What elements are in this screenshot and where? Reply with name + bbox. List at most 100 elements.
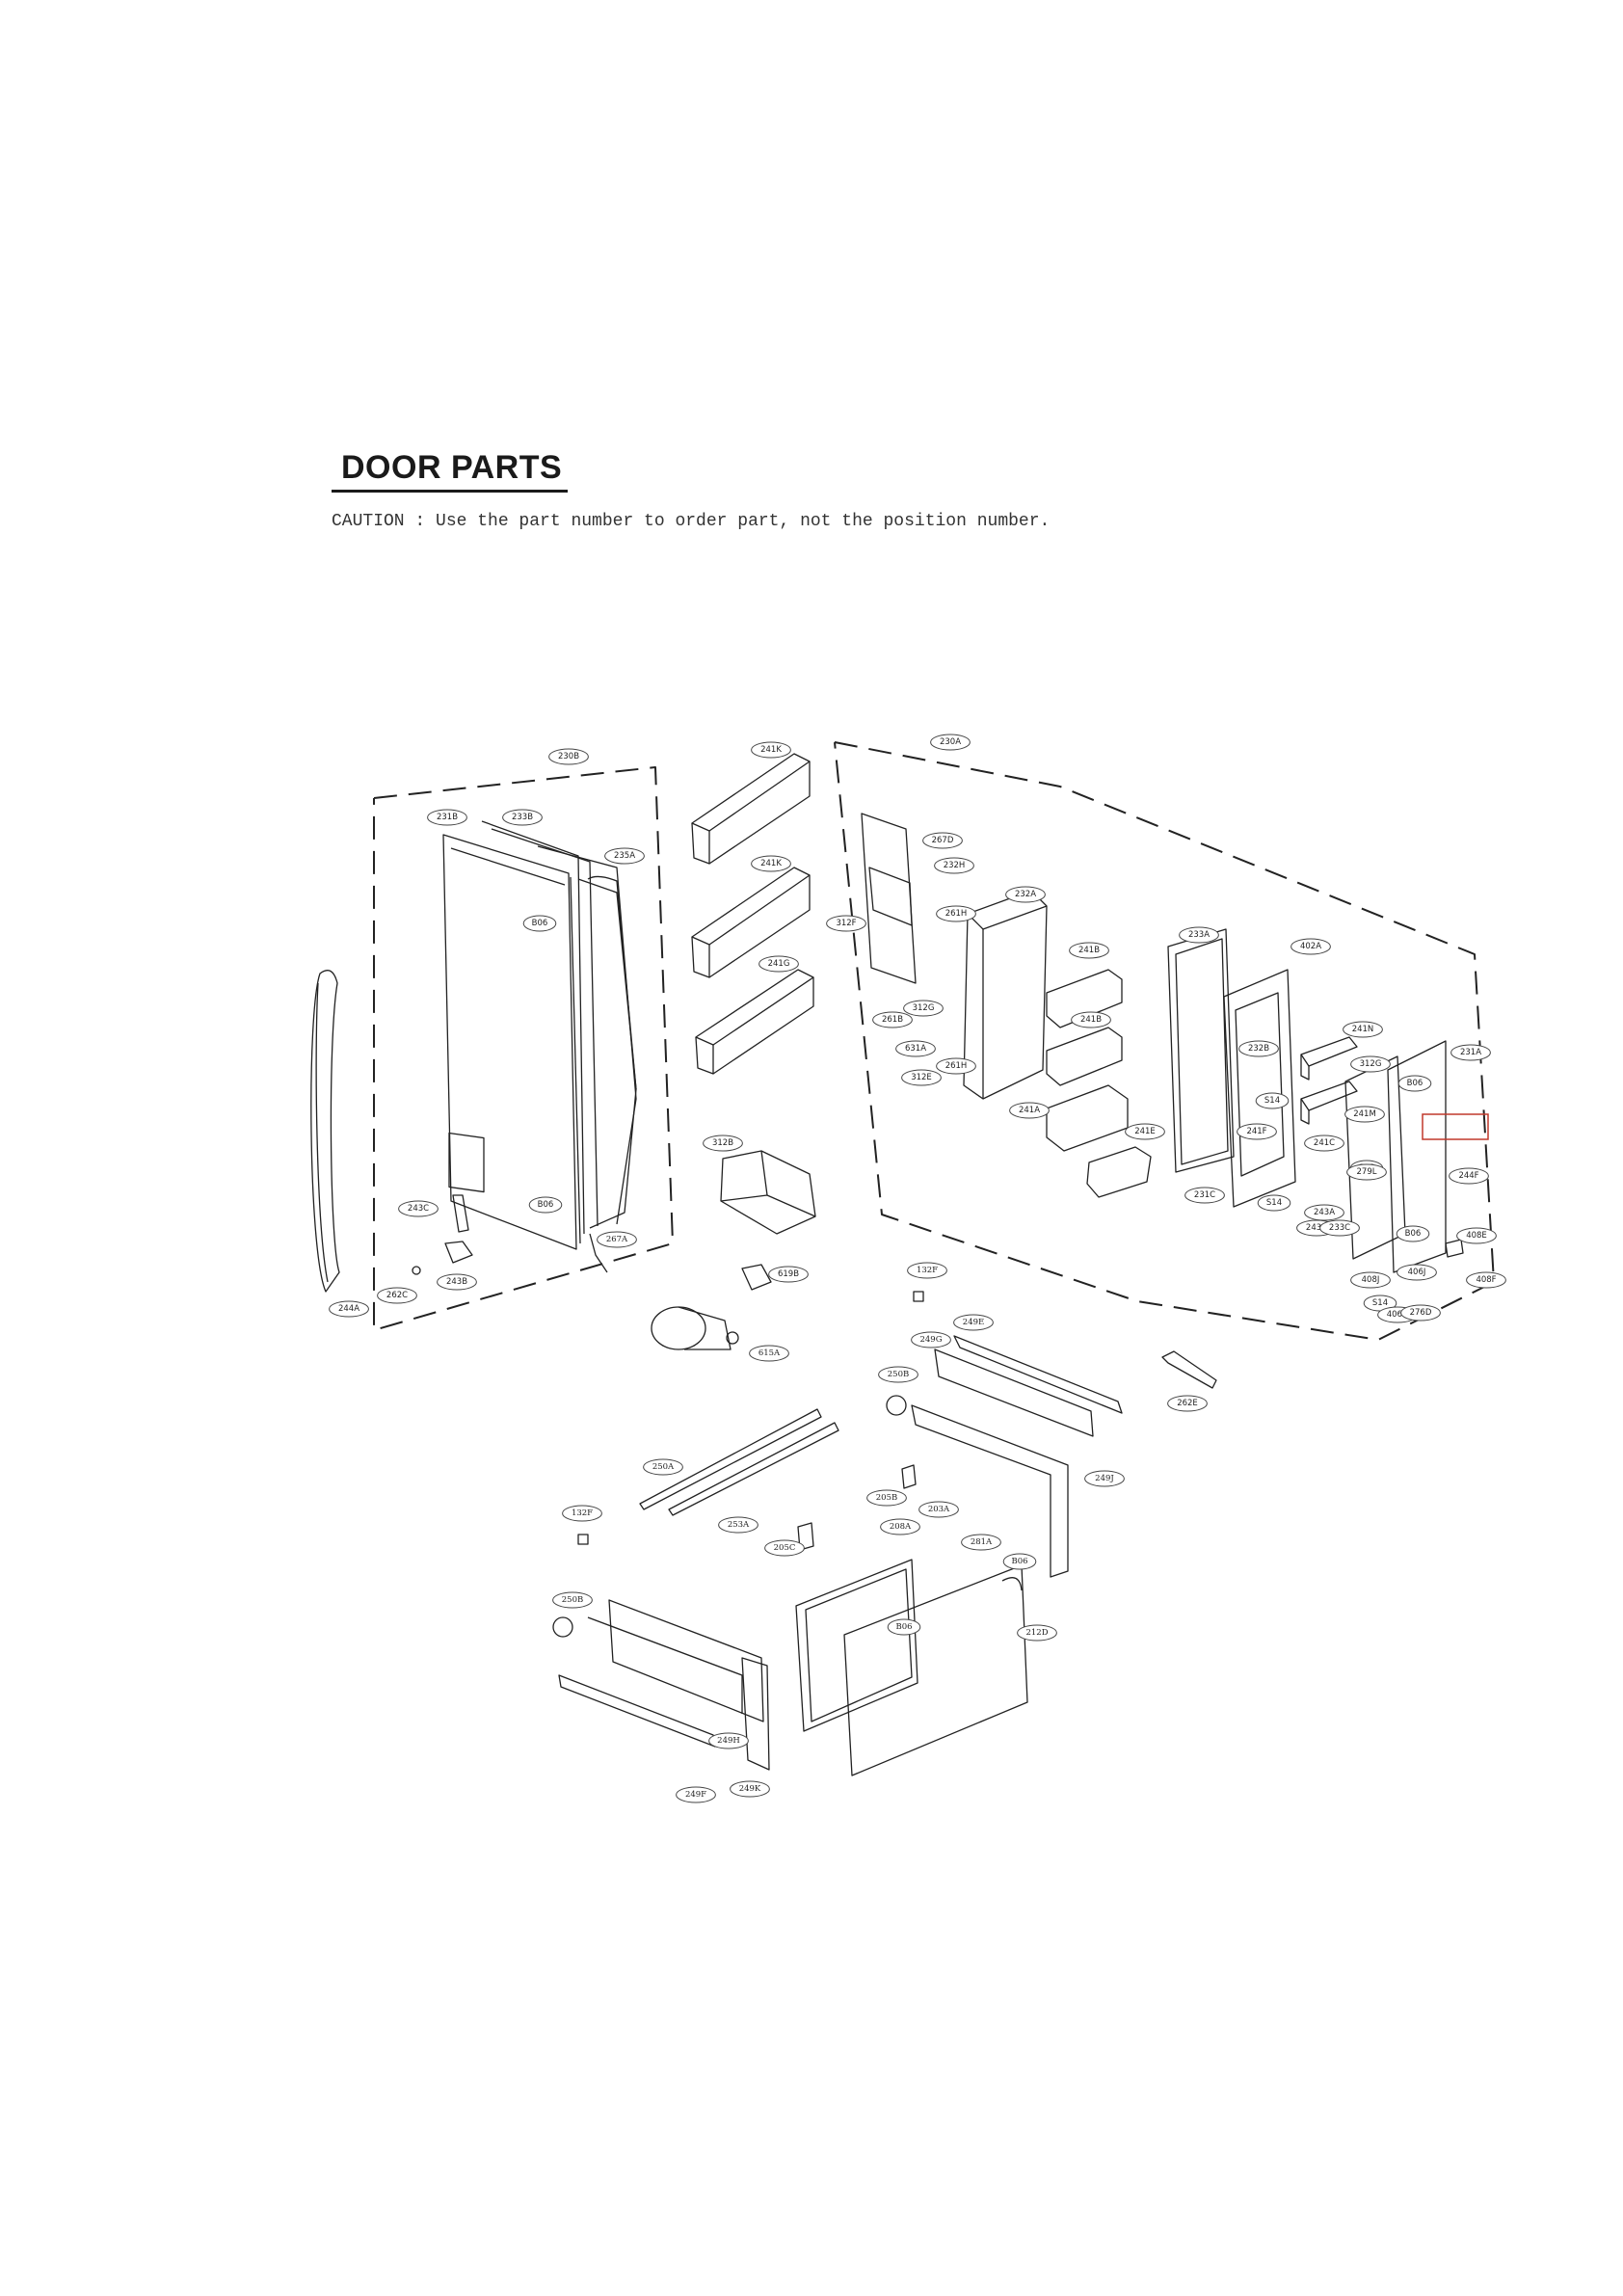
- left-door-gasket-235a: [587, 875, 637, 1090]
- callout-text: 408E: [1466, 1231, 1487, 1241]
- callout-text: B06: [1407, 1079, 1423, 1088]
- callout-267d: 267D: [922, 832, 963, 849]
- callout-text: 402A: [1300, 942, 1321, 951]
- callout-text: 312G: [1360, 1059, 1382, 1069]
- callout-text: 233B: [512, 813, 533, 822]
- callout-text: 249H: [717, 1736, 740, 1746]
- rod-250a: [639, 1408, 822, 1510]
- callout-text: S14: [1264, 1096, 1280, 1106]
- callout-text: S14: [1372, 1298, 1388, 1308]
- door-gasket-233a: [1167, 928, 1235, 1173]
- callout-232a: 232A: [1005, 886, 1046, 903]
- rail-assembly-249j: [911, 1404, 1069, 1578]
- tube-267a: [589, 1233, 608, 1273]
- callout-262c: 262C: [377, 1287, 417, 1304]
- callout-243a: 243A: [1304, 1204, 1344, 1221]
- callout-230b: 230B: [548, 748, 589, 765]
- callout-241b: 241B: [1069, 942, 1109, 959]
- callout-231c: 231C: [1184, 1187, 1225, 1204]
- callout-s14: S14: [1257, 1194, 1291, 1212]
- callout-text: B06: [1011, 1557, 1027, 1566]
- pad-132f-lower: [577, 1534, 589, 1545]
- callout-267a: 267A: [597, 1231, 637, 1248]
- callout-text: 250B: [562, 1595, 583, 1605]
- callout-text: 267D: [932, 836, 954, 845]
- callout-text: 408J: [1362, 1275, 1380, 1285]
- callout-text: 244F: [1458, 1171, 1478, 1181]
- callout-text: 408F: [1476, 1275, 1496, 1285]
- water-filter-615a: [651, 1306, 739, 1350]
- callout-312g: 312G: [1350, 1055, 1391, 1073]
- callout-253a: 253A: [718, 1516, 758, 1534]
- door-panel-231c: [1223, 969, 1296, 1208]
- callout-244f: 244F: [1449, 1167, 1489, 1185]
- callout-text: 232B: [1248, 1044, 1269, 1054]
- callout-261h: 261H: [936, 905, 976, 922]
- callout-241k: 241K: [751, 855, 791, 872]
- callout-text: 249J: [1095, 1474, 1114, 1483]
- callout-text: 312B: [712, 1138, 733, 1148]
- callout-241k: 241K: [751, 741, 791, 759]
- callout-312g: 312G: [903, 1000, 944, 1017]
- callout-231a: 231A: [1450, 1044, 1491, 1061]
- callout-text: 249E: [963, 1318, 984, 1327]
- callout-b06: B06: [1002, 1553, 1037, 1570]
- callout-205c: 205C: [764, 1539, 805, 1557]
- callout-249j: 249J: [1084, 1470, 1125, 1487]
- callout-241m: 241M: [1344, 1106, 1385, 1123]
- door-bin-241k-lower: [691, 867, 811, 978]
- callout-408f: 408F: [1466, 1271, 1506, 1289]
- callout-text: 619B: [778, 1269, 799, 1279]
- callout-text: 250A: [652, 1462, 675, 1472]
- callout-text: 241G: [768, 959, 790, 969]
- callout-text: 262C: [386, 1291, 408, 1300]
- callout-text: 241A: [1019, 1106, 1040, 1115]
- callout-text: 615A: [758, 1348, 781, 1358]
- drawer-panel-212d: [843, 1564, 1028, 1776]
- callout-text: 233A: [1188, 930, 1210, 940]
- door-bin-241e: [1086, 1146, 1152, 1198]
- callout-233c: 233C: [1319, 1219, 1360, 1237]
- door-outer-panel-231a: [1387, 1040, 1447, 1273]
- callout-text: 241M: [1353, 1109, 1376, 1119]
- rail-249k: [741, 1657, 770, 1771]
- callout-text: 243C: [1306, 1223, 1327, 1233]
- callout-text: 241K: [760, 859, 782, 868]
- callout-text: 262E: [1177, 1399, 1198, 1408]
- callout-text: 205C: [774, 1543, 796, 1553]
- door-bin-241n: [1300, 1036, 1358, 1081]
- callout-631a: 631A: [895, 1040, 936, 1057]
- callout-text: 406J: [1408, 1268, 1426, 1277]
- callout-s14: S14: [1255, 1092, 1290, 1109]
- callout-241n: 241N: [1343, 1021, 1383, 1038]
- callout-text: 230A: [940, 737, 961, 747]
- callout-text: 232A: [1015, 890, 1036, 899]
- notice-box: [1422, 1113, 1489, 1140]
- callout-132f: 132F: [562, 1505, 602, 1522]
- callout-406j: 406J: [1397, 1264, 1437, 1281]
- valve-619b: [741, 1264, 772, 1291]
- callout-241a: 241A: [1009, 1102, 1050, 1119]
- callout-text: 267A: [606, 1235, 628, 1244]
- bracket-205b: [901, 1464, 917, 1489]
- callout-230a: 230A: [930, 734, 971, 751]
- callout-b06: B06: [528, 1196, 563, 1214]
- hinge-408e: [1445, 1239, 1464, 1258]
- callout-241g: 241G: [758, 955, 799, 973]
- callout-text: 241E: [1134, 1127, 1156, 1136]
- page-title: DOOR PARTS: [341, 449, 563, 486]
- screw-262e: [1161, 1350, 1217, 1389]
- callout-312e: 312E: [901, 1069, 942, 1086]
- callout-205b: 205B: [866, 1489, 907, 1507]
- callout-text: S14: [1266, 1198, 1282, 1208]
- callout-241b: 241B: [1071, 1011, 1111, 1028]
- callout-233a: 233A: [1179, 926, 1219, 944]
- door-bin-241b-lower: [1046, 1027, 1123, 1086]
- callout-text: 230B: [558, 752, 579, 761]
- door-bin-241k-upper: [691, 753, 811, 865]
- callout-235a: 235A: [604, 847, 645, 865]
- callout-text: 253A: [728, 1520, 750, 1530]
- callout-241f: 241F: [1237, 1123, 1277, 1140]
- callout-text: 231A: [1460, 1048, 1481, 1057]
